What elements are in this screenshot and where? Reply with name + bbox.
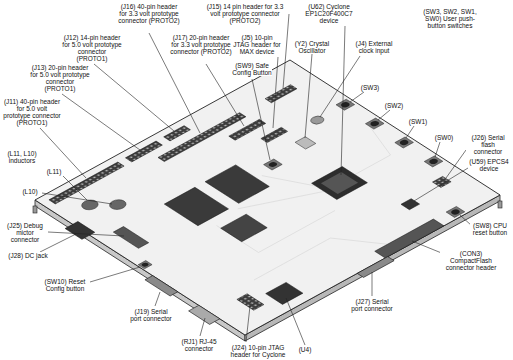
db9-connector: [357, 257, 394, 278]
label-anchor: (J15) 14 pin header for 3.3 volt prototy…: [205, 3, 285, 24]
pcb: [35, 60, 500, 335]
ethernet-chip: [221, 214, 267, 242]
callout-label: (Y2) Crystal Oscillator: [292, 40, 332, 54]
memory-chip: [164, 187, 228, 225]
mictor-connector: [113, 227, 148, 249]
callout-label: (U59) EPCS4 device: [468, 158, 510, 172]
label-anchor: (L11): [42, 168, 66, 175]
sma-connector: [308, 115, 327, 126]
label-anchor: (L10): [18, 188, 42, 195]
label-anchor: (SW3, SW2, SW1, SW0) User push-button sw…: [420, 8, 480, 29]
callout-label: (J28) DC jack: [6, 252, 50, 259]
label-anchor: (J19) Serial port connector: [128, 308, 174, 322]
callout-label: (J4) External clock input: [352, 40, 396, 54]
callout-label: (U4): [294, 346, 316, 353]
callout-label: (SW3): [357, 84, 383, 91]
label-anchor: (SW2): [381, 102, 407, 109]
label-anchor: (U59) EPCS4 device: [468, 158, 510, 172]
push-buttons: [95, 99, 495, 333]
compactflash-header: [375, 219, 444, 258]
label-anchor: (J4) External clock input: [352, 40, 396, 54]
pin-header: [265, 85, 297, 103]
inductor: [78, 198, 101, 212]
flash-header: [433, 176, 452, 187]
callout-label: (J17) 20-pin header for 3.3 volt prototy…: [170, 34, 232, 55]
label-anchor: (J24) 10-pin JTAG header for Cyclone: [226, 344, 290, 358]
standoff: [498, 201, 502, 208]
fpga-lid: [321, 172, 358, 194]
label-anchor: (SW0): [431, 134, 457, 141]
callout-label: (J5) 10-pin JTAG header for MAX device: [233, 34, 281, 55]
label-anchor: (J12) 14-pin header for 5.0 volt prototy…: [62, 34, 122, 62]
callout-label: (U62) Cyclone EP1C20F400C7 device: [300, 3, 358, 24]
callout-label: (J11) 40-pin header for 5.0 volt prototy…: [3, 98, 61, 126]
callout-label: (J16) 40-pin header for 3.3 volt prototy…: [118, 3, 180, 24]
callout-label: (SW8) CPU reset button: [470, 222, 510, 236]
board-top: [25, 60, 507, 345]
label-anchor: (SW3): [357, 84, 383, 91]
label-anchor: (U62) Cyclone EP1C20F400C7 device: [300, 3, 358, 24]
label-anchor: (Y2) Crystal Oscillator: [292, 40, 332, 54]
small-chip: [266, 282, 303, 304]
label-anchor: (RJ1) RJ-45 connector: [176, 338, 222, 352]
callout-label: (SW3, SW2, SW1, SW0) User push-button sw…: [420, 8, 480, 29]
fpga-chip: [312, 167, 368, 200]
crystal-oscillator: [295, 137, 316, 149]
callout-label: (SW0): [431, 134, 457, 141]
config-chip: [401, 199, 420, 210]
callout-label: (L10): [18, 188, 42, 195]
label-anchor: (J28) DC jack: [6, 252, 50, 259]
callout-label: (J24) 10-pin JTAG header for Cyclone: [226, 344, 290, 358]
label-anchor: (CON3) CompactFlash connector header: [440, 250, 502, 271]
label-anchor: (SW8) CPU reset button: [470, 222, 510, 236]
callout-label: (J13) 20-pin header for 5.0 volt prototy…: [30, 64, 90, 92]
callout-label: (J27) Serial port connector: [350, 298, 394, 312]
label-anchor: (U4): [294, 346, 316, 353]
label-anchor: (SW10) Reset Config button: [40, 278, 90, 292]
label-anchor: (SW9) Safe Config Button: [232, 62, 272, 76]
callout-label: (L11): [42, 168, 66, 175]
callout-label: (SW1): [405, 118, 431, 125]
label-anchor: (L11, L10) inductors: [2, 150, 42, 164]
callout-label: (RJ1) RJ-45 connector: [176, 338, 222, 352]
pin-header: [164, 126, 191, 141]
callout-label: (CON3) CompactFlash connector header: [440, 250, 502, 271]
callout-label: (J26) Serial flash connector: [466, 134, 510, 155]
callout-label: (J19) Serial port connector: [128, 308, 174, 322]
label-anchor: (J25) Debug mictor connector: [3, 222, 47, 243]
callout-label: (SW2): [381, 102, 407, 109]
callout-label: (J15) 14 pin header for 3.3 volt prototy…: [205, 3, 285, 24]
label-anchor: (J11) 40-pin header for 5.0 volt prototy…: [3, 98, 61, 126]
callout-label: (J25) Debug mictor connector: [3, 222, 47, 243]
jtag-header: [261, 127, 288, 142]
pin-header: [229, 119, 266, 140]
label-anchor: (SW1): [405, 118, 431, 125]
callout-label: (SW9) Safe Config Button: [232, 62, 272, 76]
db9-connector: [145, 276, 178, 296]
label-anchor: (J17) 20-pin header for 3.3 volt prototy…: [170, 34, 232, 55]
label-anchor: (J13) 20-pin header for 5.0 volt prototy…: [30, 64, 90, 92]
leader-lines: [40, 14, 472, 345]
inductor: [106, 198, 129, 212]
dc-jack: [65, 222, 95, 240]
callout-label: (SW10) Reset Config button: [40, 278, 90, 292]
standoff: [33, 206, 37, 213]
label-anchor: (J27) Serial port connector: [350, 298, 394, 312]
callout-label: (L11, L10) inductors: [2, 150, 42, 164]
label-anchor: (J16) 40-pin header for 3.3 volt prototy…: [118, 3, 180, 24]
label-anchor: (J5) 10-pin JTAG header for MAX device: [233, 34, 281, 55]
callout-label: (J12) 14-pin header for 5.0 volt prototy…: [62, 34, 122, 62]
label-anchor: (J26) Serial flash connector: [466, 134, 510, 155]
memory-chip: [205, 165, 269, 203]
jtag-header: [237, 294, 264, 310]
pin-header: [125, 141, 162, 162]
